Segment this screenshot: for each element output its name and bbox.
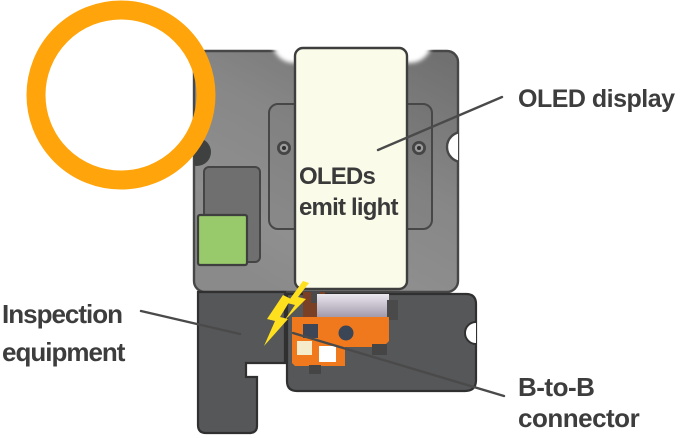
connector-foot (309, 365, 321, 374)
cable-tab (311, 291, 320, 303)
lightning-bolt-icon (264, 295, 291, 346)
mount-notch-left (194, 138, 211, 166)
highlight-ring (26, 0, 216, 190)
inspection-line2: equipment (2, 337, 125, 367)
btob-line2: connector (518, 403, 640, 433)
callout-line-inspection (139, 309, 242, 336)
panel-text-line1: OLEDs (299, 163, 376, 190)
btob-line1: B-to-B (518, 372, 595, 402)
screw-icon (277, 141, 291, 155)
screw-icon (412, 141, 426, 155)
cable-tab (387, 300, 398, 320)
callout-line-oled-display (376, 95, 504, 152)
btob-connector-group (292, 291, 398, 374)
lightning-bolt-icon (284, 281, 309, 321)
mount-notch-jig (464, 321, 476, 345)
label-oleds-emit-light: OLEDs emit light (299, 161, 398, 223)
label-oled-display: OLED display (518, 85, 675, 113)
mount-notch-right (445, 130, 458, 164)
connector-foot (372, 344, 387, 355)
flex-cable (317, 294, 389, 320)
callout-line-btob (291, 331, 506, 398)
label-inspection-equipment: Inspection equipment (2, 295, 125, 371)
oled-panel (293, 46, 409, 291)
label-btob-connector: B-to-B connector (518, 372, 640, 434)
panel-text-line2: emit light (299, 194, 398, 221)
connector-pin (297, 341, 312, 355)
connector-pin (319, 346, 336, 362)
inspection-jig-left (196, 290, 287, 435)
connector-pad (196, 213, 249, 267)
connector-hole (338, 325, 354, 341)
connector-chip (303, 324, 318, 338)
inspection-line1: Inspection (2, 299, 123, 329)
